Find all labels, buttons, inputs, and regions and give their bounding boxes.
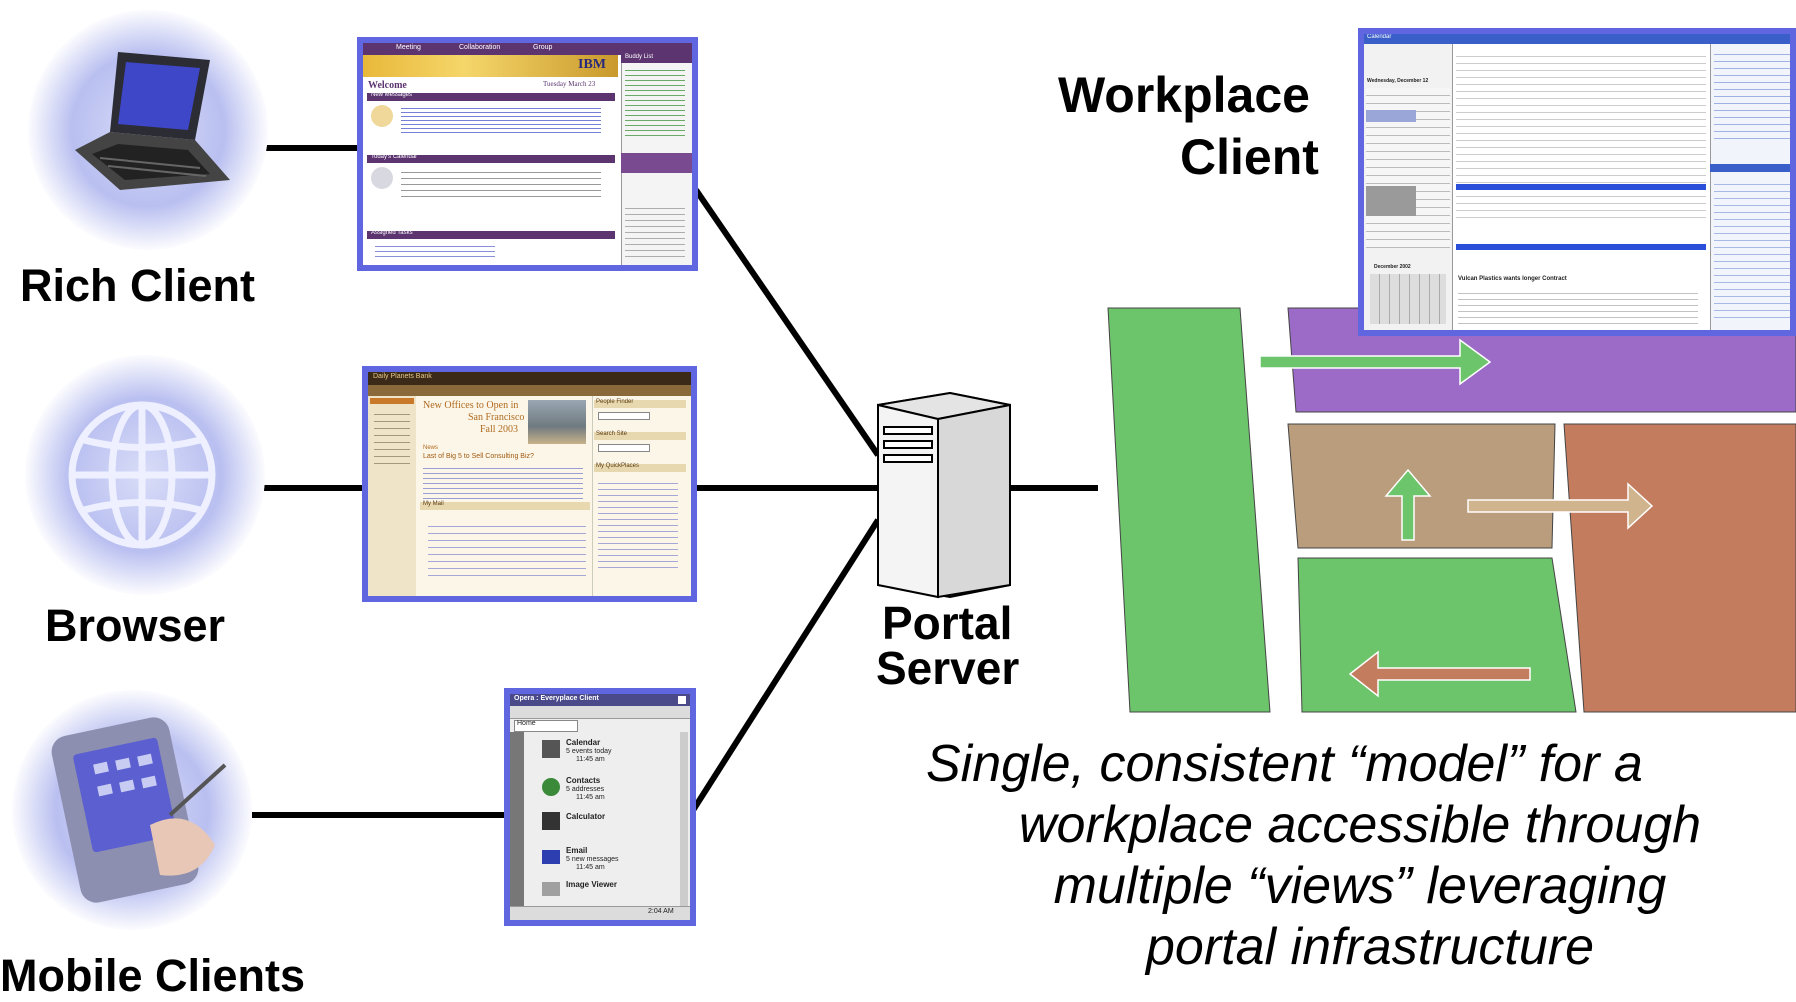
calendar-icon <box>542 740 560 758</box>
arrow-right-tan-icon <box>1467 482 1654 530</box>
workplace-screenshot: Calendar Wednesday, December 12 December… <box>1358 28 1796 336</box>
rich-client-label: Rich Client <box>20 260 256 311</box>
mobile-item-time: 11:45 am <box>576 756 605 763</box>
rich-new-messages: New Messages <box>371 92 413 98</box>
workplace-date-header: Wednesday, December 12 <box>1367 78 1429 84</box>
tagline-line: portal infrastructure <box>1146 918 1594 976</box>
rich-client-screenshot: Meeting Collaboration Group IBM Welcome … <box>357 37 698 271</box>
mobile-item-time: 11:45 am <box>576 864 605 871</box>
green-left-panel <box>1107 307 1271 713</box>
mobile-clients-label: Mobile Clients <box>0 950 306 1001</box>
browser-people-finder: People Finder <box>596 399 634 405</box>
mobile-toolbar <box>510 706 690 719</box>
tagline-line: multiple “views” leveraging <box>1053 857 1667 915</box>
workplace-label-line2: Client <box>1180 129 1319 185</box>
close-icon[interactable] <box>678 696 686 704</box>
email-icon <box>542 850 560 864</box>
server-label-line2: Server <box>876 642 1020 694</box>
contacts-icon <box>542 778 560 796</box>
rich-buddy-list: Buddy List <box>625 54 654 60</box>
browser-headline: New Offices to Open in <box>423 400 519 411</box>
server-label-line1: Portal <box>882 597 1013 649</box>
mobile-item-name[interactable]: Email <box>566 846 588 855</box>
browser-headline: San Francisco <box>468 412 525 423</box>
mobile-item-name[interactable]: Calendar <box>566 738 601 747</box>
rich-tab[interactable]: Collaboration <box>459 44 501 51</box>
workplace-month: December 2002 <box>1374 264 1411 270</box>
rich-banner <box>363 55 618 77</box>
mobile-item-name[interactable]: Image Viewer <box>566 880 617 889</box>
browser-headline: Fall 2003 <box>480 424 519 435</box>
workplace-model-diagram <box>1107 307 1796 713</box>
image-viewer-icon <box>542 882 560 896</box>
browser-brand: Daily Planets Bank <box>373 373 432 380</box>
browser-news-item[interactable]: Last of Big 5 to Sell Consulting Biz? <box>423 453 534 460</box>
rich-welcome: Welcome <box>368 80 407 91</box>
mobile-item-name[interactable]: Contacts <box>566 776 601 785</box>
tagline-line: Single, consistent “model” for a <box>926 735 1643 793</box>
mobile-screenshot: Opera : Everyplace Client Home Calendar … <box>504 688 696 926</box>
rich-tab[interactable]: Group <box>533 44 553 51</box>
server-icon <box>877 391 1011 599</box>
mobile-item-time: 11:45 am <box>576 794 605 801</box>
mobile-title: Opera : Everyplace Client <box>514 695 599 702</box>
mobile-item-name[interactable]: Calculator <box>566 812 606 821</box>
rich-brand: IBM <box>578 57 606 72</box>
rich-todays-calendar: Today's Calendar <box>371 154 418 160</box>
mobile-item-sub: 5 new messages <box>566 856 619 863</box>
rich-tab[interactable]: Meeting <box>396 44 421 51</box>
laptop-icon <box>75 52 230 190</box>
mobile-clock: 2:04 AM <box>648 908 674 915</box>
browser-quickplaces: My QuickPlaces <box>596 463 640 469</box>
workplace-email-subject: Vulcan Plastics wants longer Contract <box>1458 276 1567 282</box>
tagline-line: workplace accessible through <box>1018 796 1702 854</box>
rust-right-panel <box>1563 423 1796 713</box>
arrow-up-icon <box>1384 468 1432 541</box>
mobile-item-sub: 5 events today <box>566 748 612 755</box>
browser-label: Browser <box>45 600 226 651</box>
rich-to-server-line <box>693 188 881 457</box>
workplace-calendar: Calendar <box>1367 34 1392 40</box>
arrow-left-icon <box>1348 650 1531 698</box>
browser-photo <box>528 400 586 444</box>
mobile-to-server-line <box>687 518 881 817</box>
calculator-icon <box>542 812 560 830</box>
rich-date: Tuesday March 23 <box>543 80 596 88</box>
arrow-right-icon <box>1259 338 1492 386</box>
green-bottom-panel <box>1297 557 1577 713</box>
mobile-dropdown[interactable] <box>514 720 578 732</box>
mobile-dropdown-value: Home <box>517 720 536 727</box>
workplace-label-line1: Workplace <box>1058 67 1310 123</box>
browser-search-site: Search Site <box>596 431 628 437</box>
globe-icon <box>68 401 216 549</box>
browser-news: News <box>423 445 439 451</box>
browser-my-mail: My Mail <box>423 501 444 507</box>
mobile-item-sub: 5 addresses <box>566 786 605 793</box>
pda-icon <box>51 717 227 903</box>
browser-screenshot: Daily Planets Bank New Offices to Open i… <box>362 366 697 602</box>
rich-assigned-tasks: Assigned Tasks <box>371 230 413 236</box>
